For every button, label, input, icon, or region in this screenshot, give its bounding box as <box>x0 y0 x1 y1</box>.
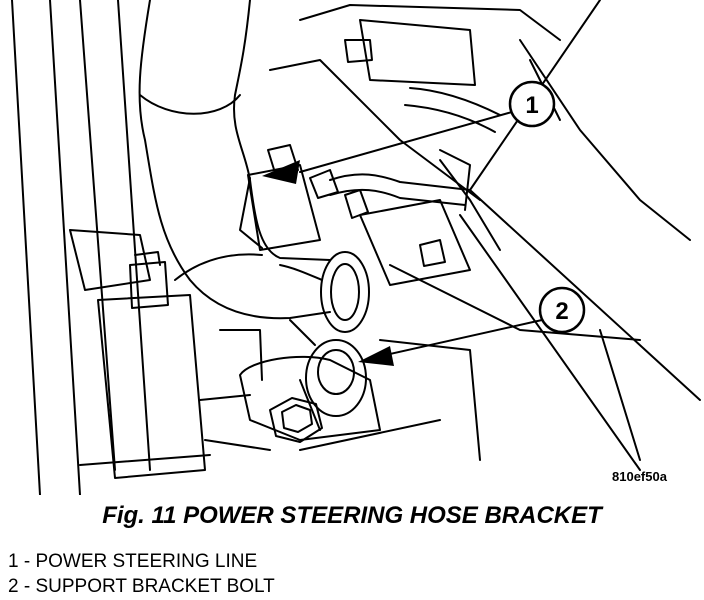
callout-2-leader <box>371 319 543 359</box>
power-steering-line <box>329 87 501 211</box>
support-bracket-bolt <box>269 397 323 443</box>
legend-item-2: 2 - SUPPORT BRACKET BOLT <box>8 576 275 597</box>
callout-2-number: 2 <box>555 298 568 325</box>
frame-rails <box>11 0 211 495</box>
figure-reference-code: 810ef50a <box>612 469 667 484</box>
legend: 1 - POWER STEERING LINE 2 - SUPPORT BRAC… <box>8 549 275 599</box>
right-panel <box>459 0 701 471</box>
callout-1-leader <box>299 111 513 173</box>
hose <box>138 0 370 333</box>
callout-2-arrowhead <box>358 346 394 366</box>
figure-caption: Fig. 11 POWER STEERING HOSE BRACKET <box>102 502 602 529</box>
callout-2: 2 <box>538 286 586 334</box>
callout-1: 1 <box>508 80 556 128</box>
engine-components <box>239 4 641 341</box>
legend-item-1: 1 - POWER STEERING LINE <box>8 551 258 572</box>
power-steering-hose-bracket-illustration: 1 2 <box>11 0 701 495</box>
support-bracket <box>199 319 481 461</box>
callout-1-number: 1 <box>525 92 538 119</box>
callout-1-arrowhead <box>262 160 300 184</box>
